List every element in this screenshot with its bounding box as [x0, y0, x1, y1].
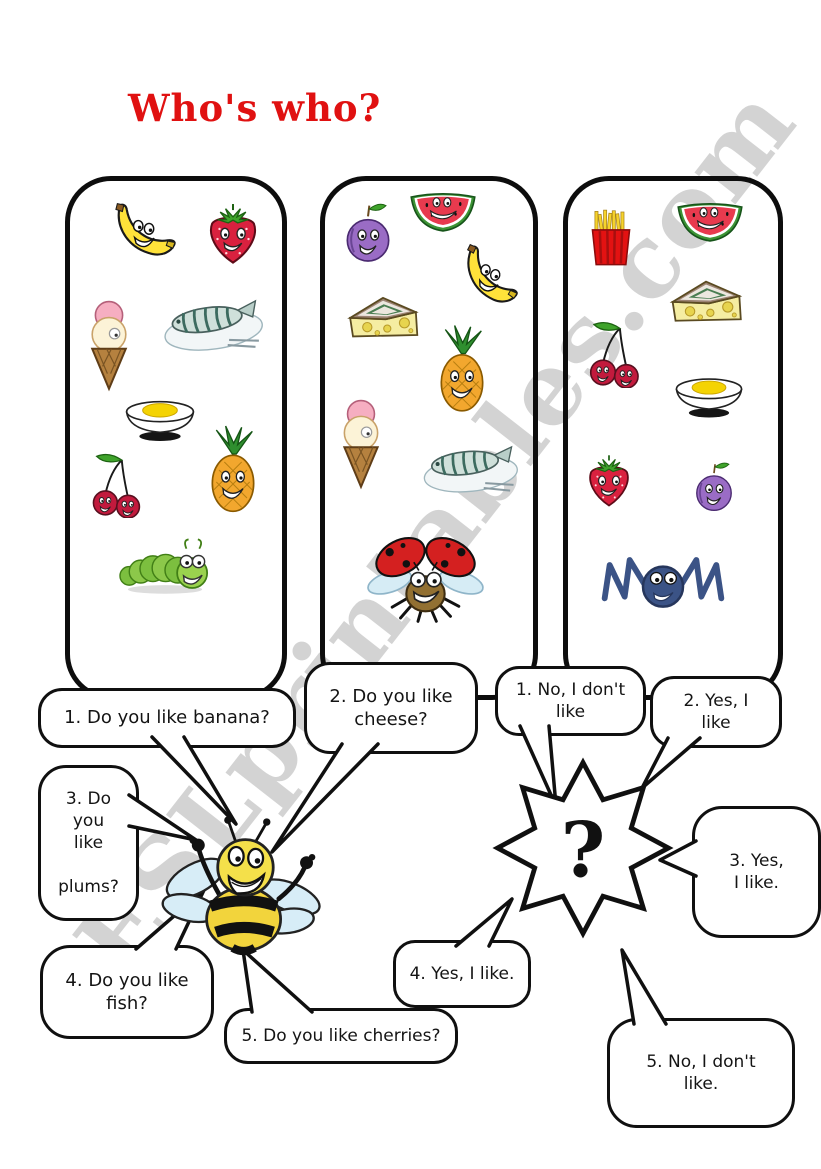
- question-bubble-4: 4. Do you like fish?: [40, 945, 214, 1039]
- page-title: Who's who?: [128, 86, 382, 130]
- watermelon-icon: [675, 195, 745, 247]
- ice-cream-icon: [85, 293, 133, 395]
- fish-icon: [417, 425, 524, 507]
- watermelon-icon: [408, 188, 478, 234]
- plum-icon: [344, 200, 392, 266]
- pineapple-icon: [203, 424, 263, 516]
- bubble-text: 5. Do you like cherries?: [241, 1025, 441, 1046]
- spider-icon: [592, 545, 734, 615]
- pineapple-icon: [432, 322, 492, 417]
- answer-bubble-1: 1. No, I don't like: [495, 666, 646, 736]
- egg-icon: [670, 372, 748, 420]
- question-bubble-2: 2. Do you like cheese?: [304, 662, 478, 754]
- bubble-text: 3. Yes, I like.: [729, 850, 784, 893]
- bubble-text: 2. Yes, I like: [683, 690, 749, 733]
- ladybug-icon: [363, 528, 488, 623]
- plum-icon: [694, 458, 734, 516]
- answer-bubble-3: 3. Yes, I like.: [692, 806, 821, 938]
- caterpillar-icon: [115, 528, 215, 598]
- bubble-text: 3. Do you like plums?: [58, 788, 119, 898]
- bubble-text: 5. No, I don't like.: [646, 1051, 756, 1094]
- question-bubble-1: 1. Do you like banana?: [38, 688, 296, 748]
- question-bubble-3: 3. Do you like plums?: [38, 765, 139, 921]
- cheese-icon: [343, 285, 423, 345]
- mystery-star: ?: [492, 757, 674, 939]
- banana-icon: [108, 195, 180, 267]
- bee-icon: [150, 810, 328, 958]
- banana-icon: [448, 234, 531, 319]
- bubble-tail: [241, 948, 314, 1014]
- ice-cream-icon: [337, 395, 385, 490]
- french-fries-icon: [585, 207, 637, 269]
- strawberry-icon: [583, 453, 635, 509]
- answer-bubble-2: 2. Yes, I like: [650, 676, 782, 748]
- bubble-text: 2. Do you like cheese?: [329, 685, 453, 730]
- egg-icon: [120, 393, 200, 445]
- strawberry-icon: [202, 202, 264, 266]
- question-bubble-5: 5. Do you like cherries?: [224, 1008, 458, 1064]
- bubble-tail: [620, 948, 668, 1026]
- cherries-icon: [85, 450, 151, 518]
- cherries-icon: [582, 318, 650, 388]
- fish-icon: [155, 278, 269, 367]
- bubble-text: 4. Do you like fish?: [65, 969, 189, 1014]
- bubble-text: 1. No, I don't like: [515, 679, 626, 722]
- answer-bubble-4: 4. Yes, I like.: [393, 940, 531, 1008]
- bubble-text: 4. Yes, I like.: [409, 963, 515, 984]
- answer-bubble-5: 5. No, I don't like.: [607, 1018, 795, 1128]
- cheese-icon: [665, 270, 747, 328]
- star-question-mark: ?: [561, 806, 606, 895]
- bubble-text: 1. Do you like banana?: [64, 707, 270, 729]
